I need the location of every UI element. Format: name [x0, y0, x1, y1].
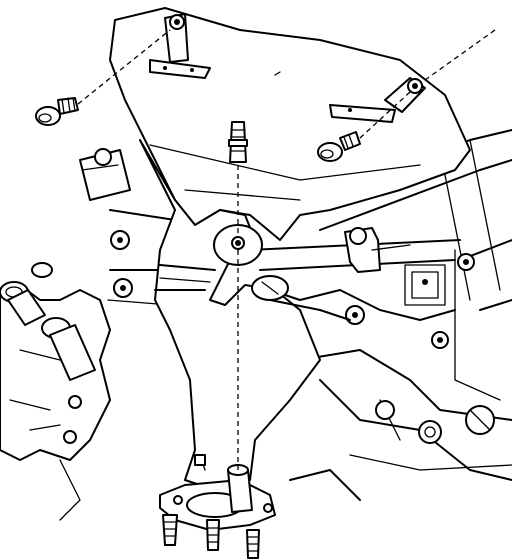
fuel-rail: [344, 227, 475, 273]
flange-studs: [162, 514, 260, 559]
manifold-stud: [228, 121, 248, 470]
cylinder-head: [249, 129, 512, 501]
intake-plenum: [109, 7, 471, 241]
exhaust-manifold: [139, 139, 449, 491]
lifting-bracket-left: [149, 13, 211, 79]
manifold-bolt-left: [35, 29, 171, 126]
manifold-bolt-right: [317, 29, 496, 162]
exhaust-flange: [159, 464, 276, 531]
lifting-bracket-right: [329, 77, 426, 123]
engine-bosses-left: [79, 148, 176, 306]
water-outlet-hose: [0, 262, 111, 521]
